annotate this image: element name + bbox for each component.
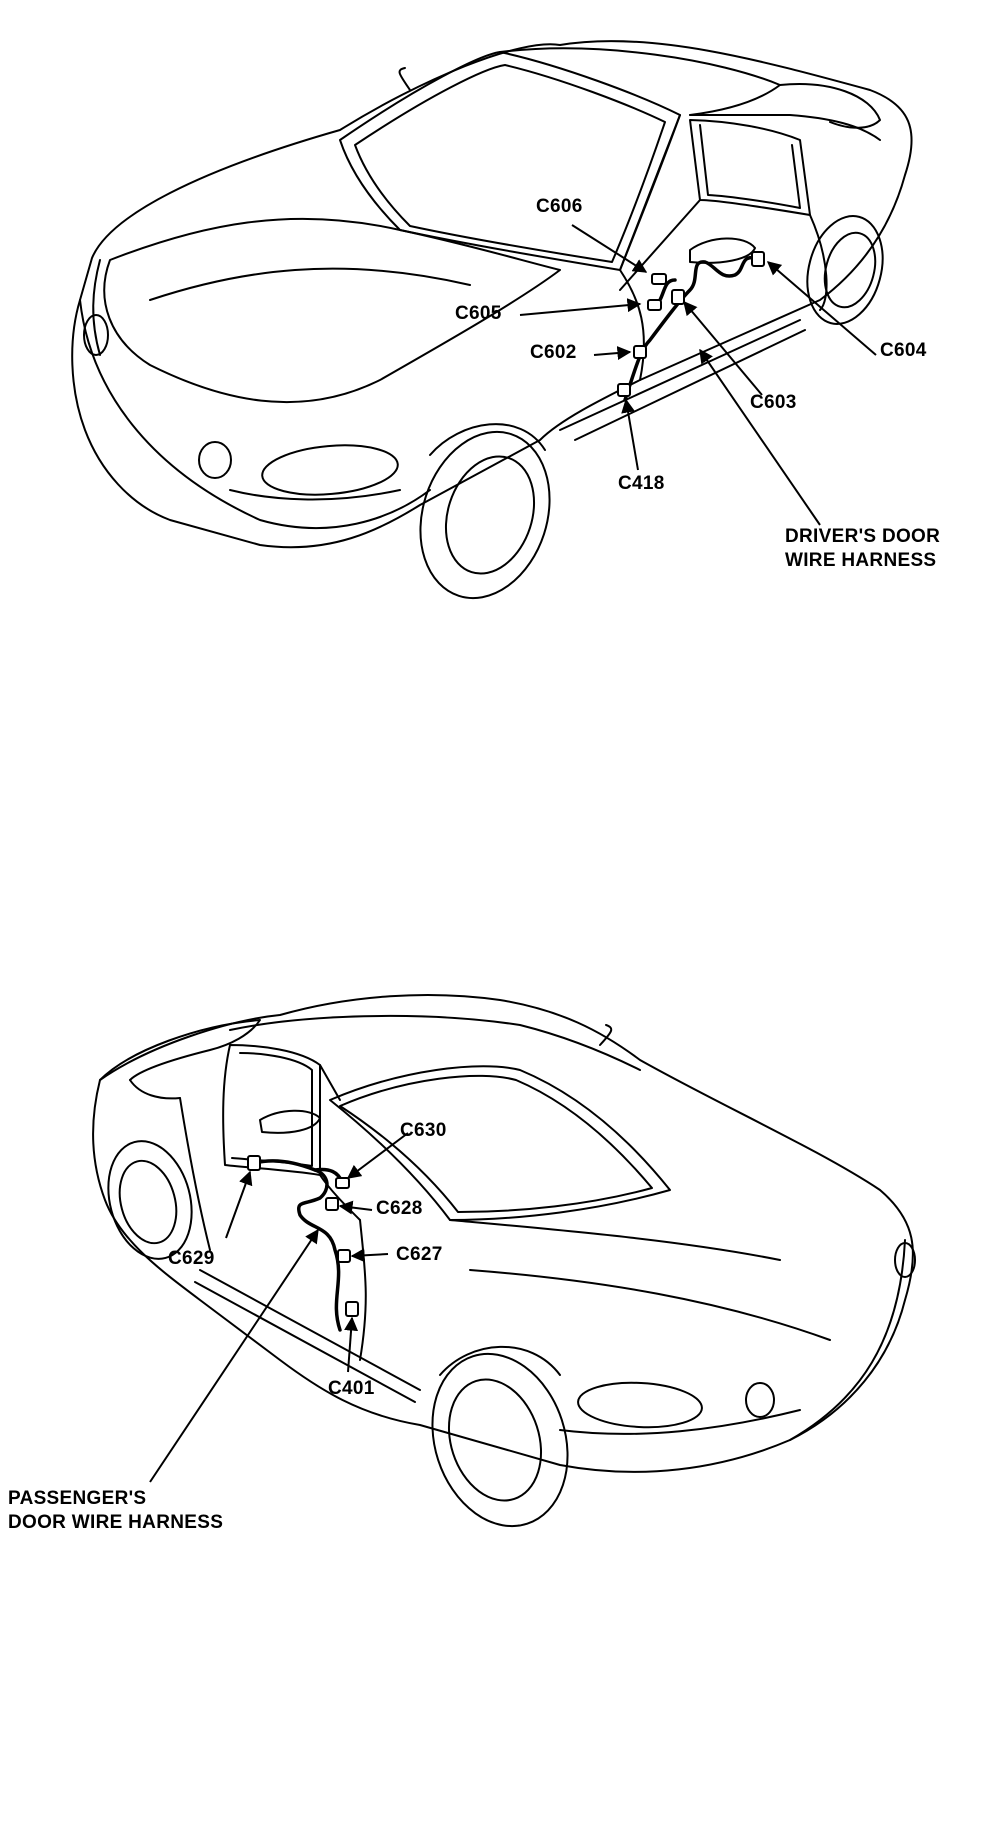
passenger-door [179,1097,367,1361]
headlight [577,1381,703,1429]
connector-c602-shape [633,345,647,359]
roof [499,47,781,116]
car-body-outline [92,994,914,1473]
label-c627: C627 [396,1244,443,1265]
label-passenger-harness-line2: DOOR WIRE HARNESS [8,1512,224,1533]
car-body-outline [71,40,913,549]
front-wheel [419,430,551,600]
hood [103,217,561,404]
connector-c605-shape [647,299,662,311]
label-driver-harness-line2: WIRE HARNESS [785,550,937,571]
driver-harness-wire [623,255,757,402]
windshield [339,51,681,271]
label-c628: C628 [376,1198,423,1219]
connector-c629-shape [247,1155,261,1171]
label-driver-harness-line1: DRIVER'S DOOR [785,526,941,547]
side-window [222,1044,321,1176]
windshield [329,1065,671,1221]
driver-side-car-drawing [71,40,913,600]
label-c604: C604 [880,340,927,361]
connector-c401-shape [345,1301,359,1317]
label-c605: C605 [455,303,502,324]
rear-wheel [107,1140,193,1260]
label-c602: C602 [530,342,577,363]
connector-c606-shape [651,273,667,285]
label-c629: C629 [168,1248,215,1269]
side-window [689,119,811,216]
connector-c603-shape [671,289,685,305]
label-c418: C418 [618,473,665,494]
label-c630: C630 [400,1120,447,1141]
side-mirror [259,1109,321,1134]
headlight [261,444,399,496]
roof [229,1014,641,1071]
front-wheel [431,1352,569,1528]
connector-c628-shape [325,1197,339,1211]
label-c606: C606 [536,196,583,217]
passenger-side-car-drawing [92,994,916,1528]
label-c603: C603 [750,392,797,413]
connector-c630-shape [335,1177,350,1189]
label-passenger-harness-line1: PASSENGER'S [8,1488,147,1509]
connector-c627-shape [337,1249,351,1263]
connector-c604-shape [751,251,765,267]
connector-c418-shape [617,383,631,397]
driver-door [619,214,828,381]
label-c401: C401 [328,1378,375,1399]
rear-wheel [806,215,884,325]
